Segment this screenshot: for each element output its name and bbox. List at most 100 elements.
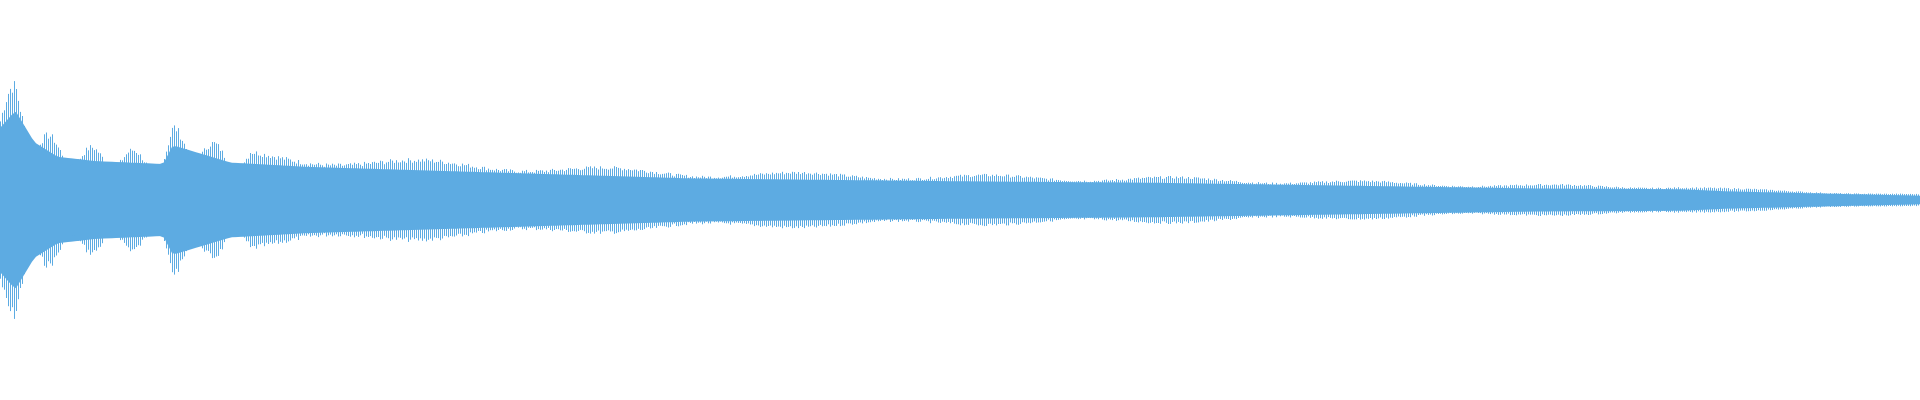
waveform-bar	[704, 176, 705, 224]
waveform-bar	[338, 163, 339, 237]
waveform-bar	[1036, 177, 1037, 223]
waveform-bar	[882, 180, 883, 221]
waveform-bar	[1344, 182, 1345, 218]
waveform-bar	[1502, 186, 1503, 214]
waveform-bar	[1122, 179, 1123, 221]
waveform-bar	[810, 173, 811, 227]
waveform-bar	[450, 164, 451, 236]
waveform-bar	[774, 174, 775, 226]
waveform-bar	[666, 173, 667, 227]
waveform-bar	[464, 165, 465, 235]
waveform-bar	[914, 180, 915, 220]
waveform-bar	[1906, 194, 1907, 206]
waveform-bar	[1848, 193, 1849, 207]
waveform-bar	[956, 175, 957, 225]
waveform-bar	[1818, 193, 1819, 207]
waveform-bar	[1460, 186, 1461, 214]
waveform-bar	[1642, 187, 1643, 213]
waveform-bar	[228, 164, 229, 236]
waveform-bar	[1814, 193, 1815, 207]
waveform-bar	[1136, 178, 1137, 222]
waveform-bar	[1880, 193, 1881, 207]
waveform-bar	[1272, 182, 1273, 218]
waveform-bar	[928, 178, 929, 222]
waveform-bar	[1450, 187, 1451, 213]
waveform-bar	[578, 169, 579, 231]
waveform-bar	[1510, 184, 1511, 216]
waveform-bar	[590, 166, 591, 234]
waveform-bar	[1786, 191, 1787, 209]
waveform-bar	[1004, 176, 1005, 224]
waveform-bar	[200, 157, 201, 243]
waveform-bar	[664, 173, 665, 227]
waveform-bar	[322, 165, 323, 235]
waveform-bar	[1172, 178, 1173, 222]
waveform-bar	[1006, 174, 1007, 226]
waveform-bar	[1618, 187, 1619, 213]
waveform-bar	[752, 175, 753, 225]
waveform-bar	[1844, 193, 1845, 207]
waveform-bar	[1878, 193, 1879, 207]
waveform-bar	[6, 102, 7, 298]
waveform-bar	[518, 172, 519, 228]
waveform-bar	[1732, 189, 1733, 211]
waveform-bar	[1184, 178, 1185, 222]
waveform-bar	[948, 178, 949, 222]
waveform-bar	[1760, 189, 1761, 211]
waveform-bar	[1620, 188, 1621, 212]
waveform-bar	[1842, 193, 1843, 207]
waveform-bar	[1008, 174, 1009, 226]
waveform-bar	[1684, 188, 1685, 212]
waveform-bar	[1354, 180, 1355, 220]
waveform-bar	[1202, 178, 1203, 222]
waveform-bar	[560, 169, 561, 231]
waveform-bar	[1794, 192, 1795, 208]
waveform-bar	[1578, 185, 1579, 215]
waveform-bar	[762, 173, 763, 227]
waveform-bar	[980, 175, 981, 225]
waveform-bar	[46, 132, 47, 268]
waveform-bar	[1214, 178, 1215, 222]
waveform-bar	[1876, 193, 1877, 207]
waveform-bar	[1560, 184, 1561, 216]
waveform-bar	[1098, 180, 1099, 220]
waveform-bar	[422, 159, 423, 241]
waveform-bar	[584, 168, 585, 232]
waveform-bar	[1566, 184, 1567, 216]
waveform-bar	[856, 175, 857, 225]
waveform-bar	[766, 173, 767, 227]
waveform-bar	[838, 176, 839, 224]
waveform-bar	[1434, 185, 1435, 216]
waveform-bar	[1406, 182, 1407, 218]
waveform-bar	[304, 164, 305, 236]
waveform-bar	[490, 169, 491, 231]
waveform-bar	[1646, 187, 1647, 213]
waveform-bar	[620, 168, 621, 232]
waveform-bar	[662, 173, 663, 227]
waveform-bar	[1052, 178, 1053, 222]
waveform-bar	[350, 163, 351, 237]
waveform-bar	[218, 144, 219, 256]
waveform-bar	[266, 157, 267, 243]
waveform-bar	[494, 170, 495, 230]
waveform-bar	[738, 177, 739, 223]
waveform-bar	[1744, 189, 1745, 211]
waveform-bar	[22, 116, 23, 284]
waveform-bar	[998, 176, 999, 224]
waveform-bar	[274, 157, 275, 243]
waveform-bar	[1804, 192, 1805, 208]
waveform-bar	[576, 168, 577, 232]
waveform-bar	[84, 155, 85, 245]
waveform-bar	[1890, 194, 1891, 206]
waveform-bar	[324, 166, 325, 234]
waveform-bar	[904, 178, 905, 221]
waveform-bar	[1874, 194, 1875, 206]
waveform-bar	[28, 140, 29, 260]
waveform-bar	[370, 164, 371, 237]
waveform-bar	[570, 168, 571, 232]
waveform-bar	[368, 163, 369, 237]
waveform-bar	[196, 158, 197, 242]
waveform-bar	[1116, 179, 1117, 221]
waveform-bar	[546, 170, 547, 230]
